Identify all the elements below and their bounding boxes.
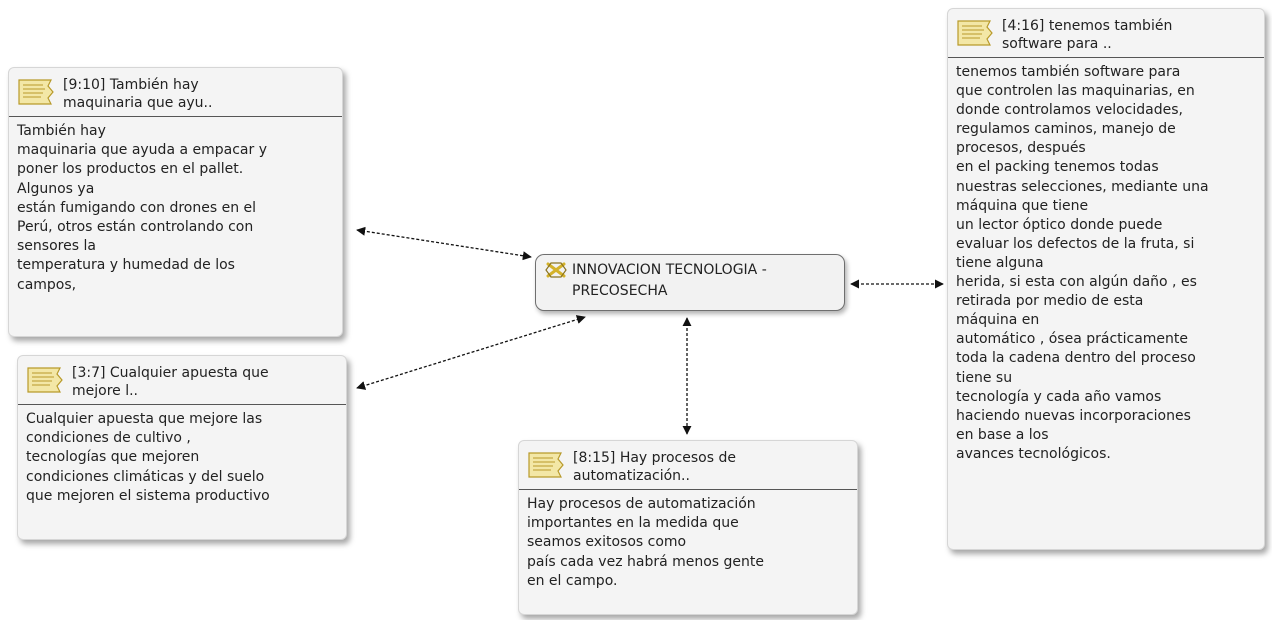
quotation-title: [4:16] tenemos también software para .. [1002,18,1173,52]
quotation-title: [3:7] Cualquier apuesta que mejore l.. [72,365,269,399]
quotation-card-8-15[interactable]: [8:15] Hay procesos de automatización.. … [518,440,858,615]
quotation-card-4-16[interactable]: [4:16] tenemos también software para .. … [947,8,1265,550]
quotation-title: [8:15] Hay procesos de automatización.. [573,450,736,484]
memo-icon [18,79,54,105]
memo-icon [27,367,63,393]
code-node-innovacion-tecnologia[interactable]: INNOVACION TECNOLOGIA - PRECOSECHA [535,254,845,311]
code-label: INNOVACION TECNOLOGIA - PRECOSECHA [572,262,767,299]
link-9-10 [356,226,532,261]
quotation-header: [3:7] Cualquier apuesta que mejore l.. [18,356,346,405]
quotation-title: [9:10] También hay maquinaria que ayu.. [63,77,213,111]
memo-icon [528,452,564,478]
quotation-card-3-7[interactable]: [3:7] Cualquier apuesta que mejore l.. C… [17,355,347,540]
link-3-7 [356,315,586,390]
quotation-text: Cualquier apuesta que mejore las condici… [26,411,270,504]
quotation-text: tenemos también software para que contro… [956,64,1209,462]
quotation-header: [4:16] tenemos también software para .. [948,9,1264,58]
quotation-header: [9:10] También hay maquinaria que ayu.. [9,68,342,117]
code-icon [545,262,567,278]
quotation-card-9-10[interactable]: [9:10] También hay maquinaria que ayu.. … [8,67,343,337]
quotation-text: También hay maquinaria que ayuda a empac… [17,123,267,293]
memo-icon [957,20,993,46]
quotation-header: [8:15] Hay procesos de automatización.. [519,441,857,490]
quotation-text: Hay procesos de automatización important… [527,496,765,589]
